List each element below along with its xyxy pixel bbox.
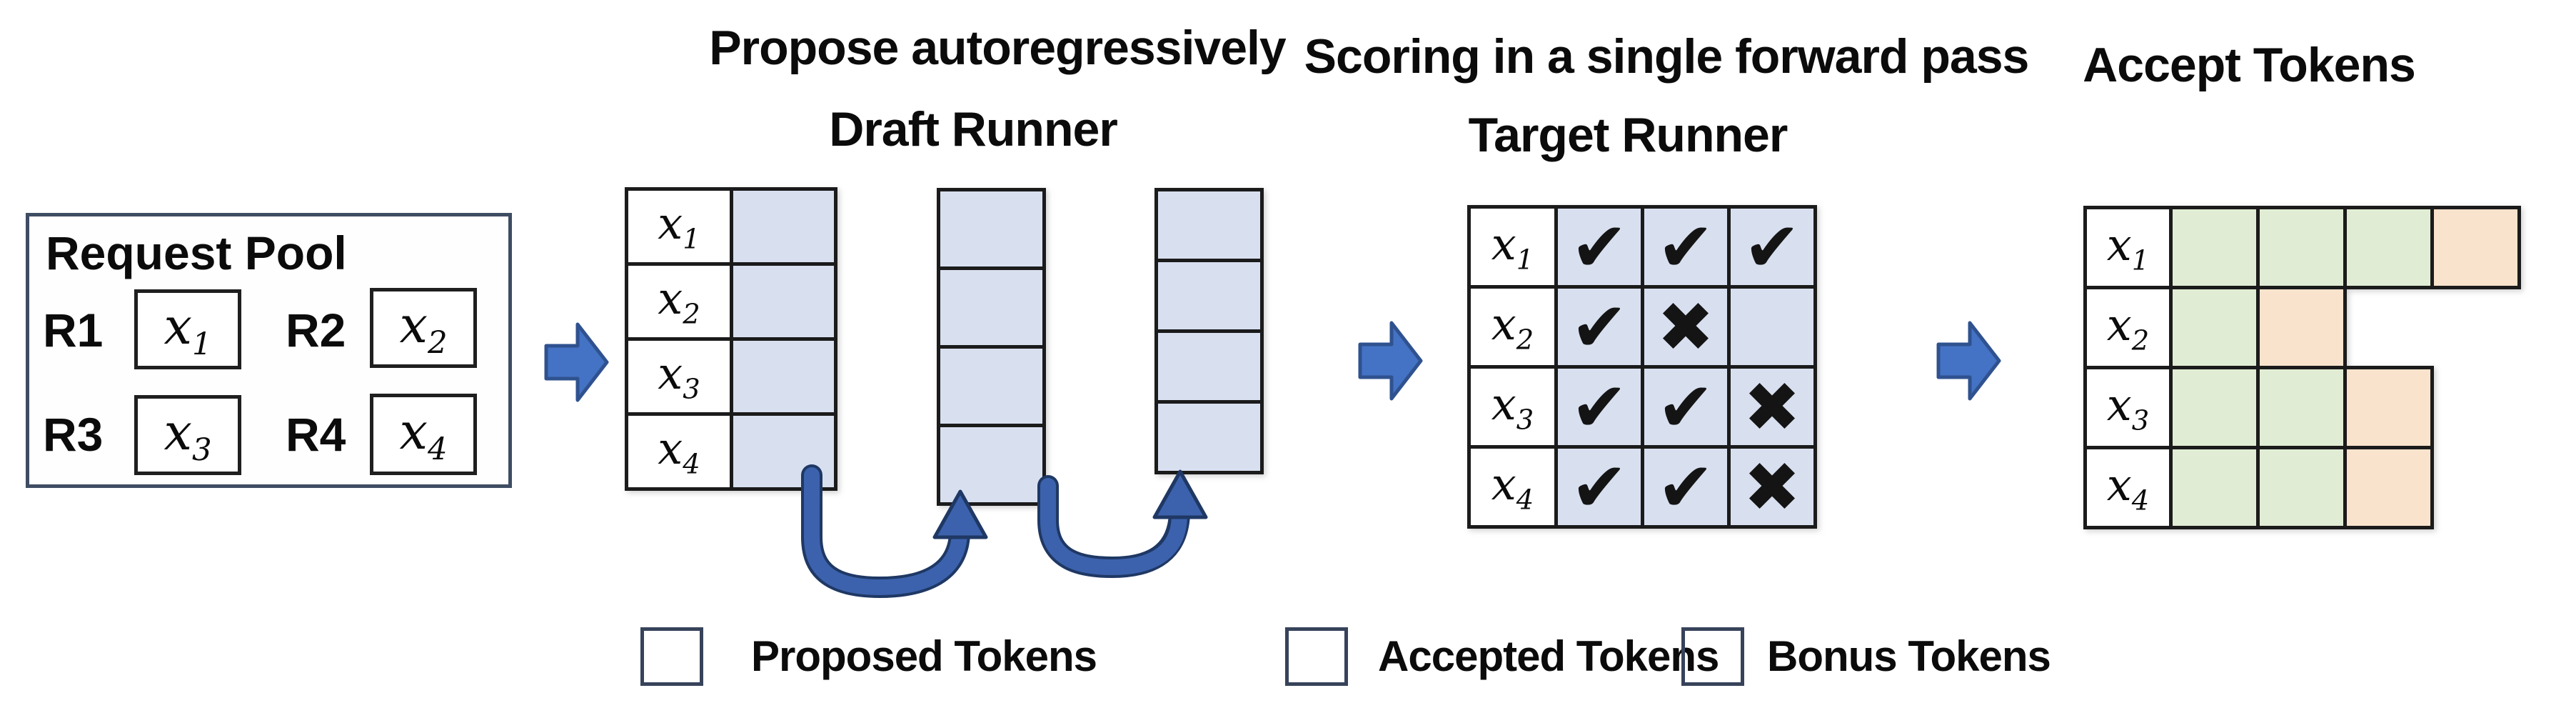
- accept-label-x4: x4: [2083, 446, 2173, 529]
- legend-swatch-accepted: [1285, 627, 1348, 686]
- legend-swatch-proposed: [640, 627, 703, 686]
- legend-swatch-bonus: [1681, 627, 1744, 686]
- target-row-x4: x4 ✔ ✔ ✖: [1467, 445, 1817, 529]
- score-cell: ✔: [1554, 285, 1644, 369]
- accept-row-x1: x1: [2083, 206, 2521, 289]
- accept-tokens-title: Accept Tokens: [2083, 38, 2416, 92]
- draft-label-x2: x2: [625, 262, 733, 341]
- proposed-token-cell: [937, 424, 1046, 506]
- loop-arrow-icon: [801, 464, 988, 599]
- accept-row-x4: x4: [2083, 446, 2521, 529]
- draft-label-x4: x4: [625, 412, 733, 491]
- token-x4: x4: [399, 402, 448, 467]
- request-r3-label: R3: [43, 408, 104, 461]
- proposed-token-cell: [937, 266, 1046, 349]
- target-scoring-grid: x1 ✔ ✔ ✔ x2 ✔ ✖ x3 ✔ ✔ ✖ x4 ✔: [1467, 205, 1817, 529]
- request-r4-label: R4: [286, 408, 346, 461]
- accept-cell: [2343, 446, 2434, 529]
- draft-runner-caption: Propose autoregressively: [709, 21, 1286, 75]
- draft-step2-column: [937, 188, 1046, 506]
- draft-row-x4: x4: [625, 412, 837, 491]
- accept-label-x1: x1: [2083, 206, 2173, 289]
- score-cell: ✔: [1641, 445, 1731, 529]
- token-x3: x3: [163, 402, 212, 468]
- draft-label-x3: x3: [625, 337, 733, 416]
- score-cell: ✔: [1641, 365, 1731, 449]
- request-r1-label: R1: [43, 304, 104, 357]
- target-label-x2: x2: [1467, 285, 1558, 369]
- token-x2: x2: [399, 295, 448, 361]
- request-r2-label: R2: [286, 304, 346, 357]
- legend-label-proposed: Proposed Tokens: [751, 632, 1097, 680]
- accept-cell: [2430, 206, 2521, 289]
- draft-row-x1: x1: [625, 187, 837, 266]
- proposed-token-cell: [730, 337, 837, 416]
- legend-label-accepted: Accepted Tokens: [1378, 632, 1719, 680]
- target-row-x2: x2 ✔ ✖: [1467, 285, 1817, 369]
- request-r2-token-box: x2: [370, 288, 477, 368]
- score-cell: ✖: [1727, 365, 1817, 449]
- request-r3-token-box: x3: [134, 395, 241, 475]
- flow-arrow-icon: [1358, 321, 1423, 401]
- proposed-token-cell: [1154, 188, 1264, 262]
- target-label-x4: x4: [1467, 445, 1558, 529]
- draft-row-x2: x2: [625, 262, 837, 341]
- draft-runner-title: Draft Runner: [829, 102, 1118, 156]
- request-r1-token-box: x1: [134, 289, 241, 369]
- draft-step3-column: [1154, 188, 1264, 474]
- request-r4-token-box: x4: [370, 394, 477, 475]
- draft-row-x3: x3: [625, 337, 837, 416]
- target-row-x3: x3 ✔ ✔ ✖: [1467, 365, 1817, 449]
- flow-arrow-icon: [1936, 321, 2001, 401]
- draft-step1-table: x1 x2 x3 x4: [625, 187, 837, 491]
- score-cell: ✔: [1554, 445, 1644, 529]
- token-x1: x1: [163, 296, 212, 362]
- score-cell: ✖: [1727, 445, 1817, 529]
- proposed-token-cell: [1154, 329, 1264, 404]
- flow-arrow-icon: [544, 322, 609, 402]
- target-label-x1: x1: [1467, 205, 1558, 289]
- loop-arrow-icon: [1037, 469, 1208, 579]
- request-pool-title: Request Pool: [46, 226, 347, 279]
- target-runner-caption: Scoring in a single forward pass: [1304, 29, 2030, 84]
- accept-tokens-grid: x1 x2 x3 x4: [2083, 206, 2521, 529]
- legend-label-bonus: Bonus Tokens: [1767, 632, 2051, 680]
- accept-row-x2: x2: [2083, 286, 2521, 369]
- target-runner-title: Target Runner: [1468, 108, 1788, 162]
- accept-cell: [2256, 286, 2347, 369]
- score-cell: ✔: [1727, 205, 1817, 289]
- proposed-token-cell: [1154, 400, 1264, 474]
- target-label-x3: x3: [1467, 365, 1558, 449]
